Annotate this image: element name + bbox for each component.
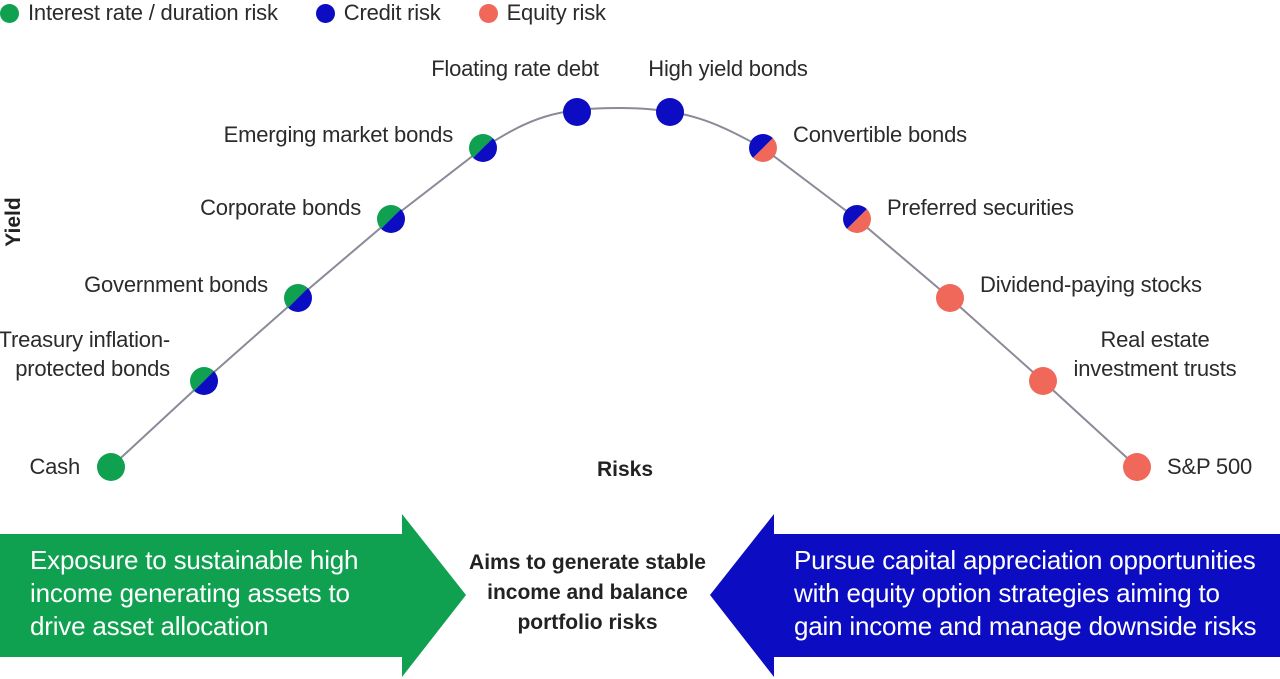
point-dividend-paying-stocks: Dividend-paying stocks bbox=[936, 272, 1202, 312]
point-label-s-p-500: S&P 500 bbox=[1167, 454, 1252, 479]
point-marker-s-p-500 bbox=[1123, 453, 1151, 481]
point-corporate-bonds: Corporate bonds bbox=[200, 195, 405, 233]
legend-label-interest: Interest rate / duration risk bbox=[28, 0, 278, 25]
legend-label-credit: Credit risk bbox=[343, 0, 441, 25]
point-label-preferred-securities: Preferred securities bbox=[887, 195, 1074, 220]
point-label-dividend-paying-stocks: Dividend-paying stocks bbox=[980, 272, 1202, 297]
point-label-corporate-bonds: Corporate bonds bbox=[200, 195, 361, 220]
point-high-yield-bonds: High yield bonds bbox=[648, 56, 808, 126]
point-marker-treasury-inflation-protected-bonds-credit bbox=[194, 371, 218, 396]
point-cash: Cash bbox=[29, 453, 125, 481]
left-banner-arrow bbox=[0, 514, 466, 677]
point-label-treasury-inflation-protected-bonds: Treasury inflation-protected bonds bbox=[0, 327, 170, 381]
legend-swatch-interest bbox=[0, 3, 19, 23]
point-convertible-bonds: Convertible bonds bbox=[749, 122, 967, 162]
point-label-government-bonds: Government bonds bbox=[84, 272, 268, 297]
point-marker-emerging-market-bonds-interest bbox=[469, 134, 493, 158]
legend-item-credit: Credit risk bbox=[315, 0, 441, 26]
y-axis-label: Yield bbox=[2, 197, 25, 246]
point-marker-floating-rate-debt bbox=[563, 98, 591, 126]
point-emerging-market-bonds: Emerging market bonds bbox=[224, 122, 498, 163]
point-marker-government-bonds-interest bbox=[284, 284, 308, 308]
center-text: Aims to generate stable income and balan… bbox=[469, 551, 706, 634]
point-marker-corporate-bonds-interest bbox=[377, 205, 401, 229]
point-government-bonds: Government bonds bbox=[84, 272, 312, 312]
right-banner-text: Pursue capital appreciation opportunitie… bbox=[794, 545, 1257, 641]
point-marker-government-bonds-credit bbox=[288, 288, 312, 312]
point-marker-corporate-bonds-credit bbox=[381, 209, 405, 233]
point-label-emerging-market-bonds: Emerging market bonds bbox=[224, 122, 454, 147]
point-marker-dividend-paying-stocks bbox=[936, 284, 964, 312]
legend-item-interest: Interest rate / duration risk bbox=[0, 0, 278, 26]
point-marker-convertible-bonds-equity bbox=[753, 138, 777, 162]
point-marker-preferred-securities-equity bbox=[847, 209, 871, 233]
yield-risk-curve: Yield Risks Cash Treasury inflation-prote… bbox=[0, 56, 1252, 481]
point-marker-convertible-bonds-credit bbox=[749, 134, 773, 158]
point-treasury-inflation-protected-bonds: Treasury inflation-protected bonds bbox=[0, 327, 218, 396]
legend-swatch-equity bbox=[478, 3, 498, 23]
point-label-convertible-bonds: Convertible bonds bbox=[793, 122, 967, 147]
point-floating-rate-debt: Floating rate debt bbox=[431, 56, 599, 126]
legend: Interest rate / duration risk Credit ris… bbox=[0, 0, 644, 26]
legend-label-equity: Equity risk bbox=[506, 0, 606, 25]
legend-item-equity: Equity risk bbox=[478, 0, 606, 26]
point-label-cash: Cash bbox=[29, 454, 80, 479]
point-marker-high-yield-bonds bbox=[656, 98, 684, 126]
point-label-high-yield-bonds: High yield bonds bbox=[648, 56, 808, 81]
curve-line bbox=[110, 106, 1138, 468]
point-marker-treasury-inflation-protected-bonds-interest bbox=[190, 367, 214, 391]
point-marker-emerging-market-bonds-credit bbox=[473, 138, 498, 163]
point-s-p-500: S&P 500 bbox=[1123, 453, 1252, 481]
point-label-floating-rate-debt: Floating rate debt bbox=[431, 56, 599, 81]
legend-swatch-credit bbox=[315, 3, 335, 23]
left-banner-text: Exposure to sustainable high income gene… bbox=[30, 545, 359, 641]
point-preferred-securities: Preferred securities bbox=[843, 195, 1074, 233]
points-layer: Cash Treasury inflation-protected bonds Go… bbox=[0, 56, 1252, 481]
x-axis-label: Risks bbox=[597, 458, 653, 481]
point-marker-real-estate-investment-trusts bbox=[1029, 367, 1057, 395]
point-marker-preferred-securities-credit bbox=[843, 205, 867, 229]
right-banner-arrow bbox=[710, 514, 1280, 677]
point-marker-cash bbox=[97, 453, 125, 481]
